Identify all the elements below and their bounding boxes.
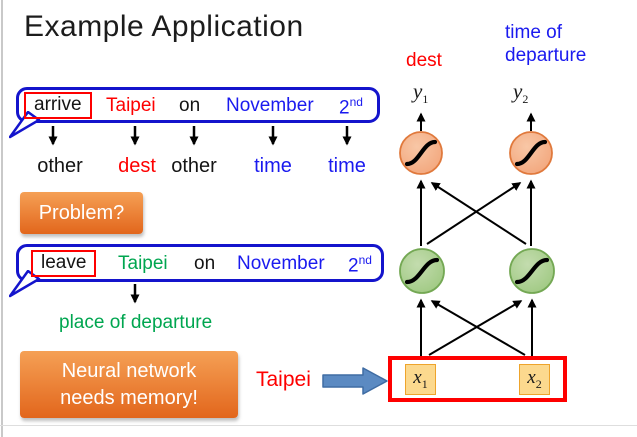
slot-label-time-2: time <box>328 155 366 177</box>
sigmoid-icon <box>514 257 550 285</box>
output-y1: y1 <box>413 79 429 107</box>
speech-bubble-sentence1: arrive Taipei on November 2nd <box>9 87 380 139</box>
page-title: Example Application <box>24 10 304 43</box>
hidden-neuron-1 <box>399 248 445 294</box>
slide-bottom-edge <box>0 425 637 426</box>
memory-banner: Neural network needs memory! <box>20 351 238 418</box>
input-to-hidden-arrows <box>416 298 537 357</box>
sentence1-slot-arrows <box>48 126 352 146</box>
slot-label-time-1: time <box>254 155 292 177</box>
output-y2: y2 <box>513 79 529 107</box>
speech-bubble-sentence2: leave Taipei on November 2nd <box>9 244 384 298</box>
hidden-to-output-arrows <box>416 179 536 246</box>
slot-label-other-1: other <box>37 155 83 177</box>
word-arrive: arrive <box>24 92 92 119</box>
input-word-label: Taipei <box>256 368 311 391</box>
output-arrows <box>416 112 536 131</box>
output-label-dest: dest <box>406 50 442 71</box>
input-layer-highlight-box <box>388 356 567 402</box>
word-on: on <box>179 95 201 116</box>
word-november: November <box>226 95 314 116</box>
word-taipei: Taipei <box>106 95 156 116</box>
place-of-departure-label: place of departure <box>59 312 213 333</box>
word-leave: leave <box>31 250 97 277</box>
word-2nd: 2nd <box>348 253 372 277</box>
output-neuron-1 <box>399 131 443 175</box>
hidden-neuron-2 <box>509 248 555 294</box>
sigmoid-icon <box>514 139 548 167</box>
word-2nd: 2nd <box>339 95 363 119</box>
slot-label-dest: dest <box>118 155 156 177</box>
input-x2: x2 <box>519 364 550 395</box>
problem-banner: Problem? <box>20 192 143 234</box>
word-november: November <box>237 253 325 274</box>
right-arrow-icon <box>322 367 388 395</box>
slide-left-edge <box>1 0 3 437</box>
word-taipei: Taipei <box>118 253 168 274</box>
input-x1: x1 <box>405 364 436 395</box>
sigmoid-icon <box>404 139 438 167</box>
output-neuron-2 <box>509 131 553 175</box>
slot-label-other-2: other <box>171 155 217 177</box>
sigmoid-icon <box>404 257 440 285</box>
output-label-time-of-departure: time of departure <box>505 22 587 66</box>
word-on: on <box>194 253 216 274</box>
